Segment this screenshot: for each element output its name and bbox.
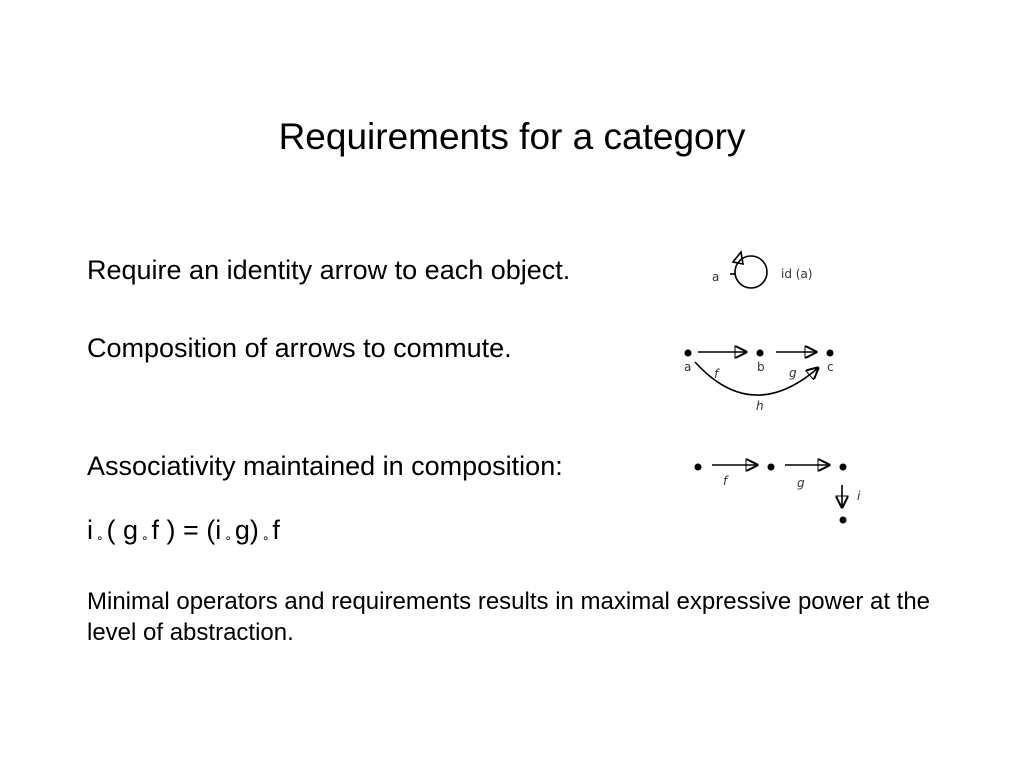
- object-b-label: b: [757, 360, 765, 374]
- object-a-label: a: [684, 360, 691, 374]
- object-a-dot: [684, 349, 692, 357]
- equation-token: f ) = (i: [151, 515, 222, 545]
- identity-loop-arrowhead: [731, 250, 744, 266]
- compose-operator: ∘: [261, 531, 270, 545]
- slide-title: Requirements for a category: [278, 116, 746, 157]
- arrow-f-label: f: [714, 367, 720, 381]
- associativity-diagram: f g i: [694, 463, 861, 524]
- object-c-label: c: [827, 360, 834, 374]
- object-c-dot: [826, 349, 834, 357]
- arrow-g-label: g: [789, 366, 797, 380]
- assoc-arrow-g-label: g: [797, 476, 805, 490]
- associativity-requirement-text: Associativity maintained in composition:: [87, 451, 563, 481]
- compose-operator: ∘: [224, 531, 232, 545]
- conclusion-text: Minimal operators and requirements resul…: [87, 588, 931, 646]
- identity-diagram: a id (a): [712, 250, 812, 289]
- identity-requirement-text: Require an identity arrow to each object…: [87, 255, 571, 285]
- equation-token: i: [87, 515, 93, 545]
- identity-loop: [734, 255, 768, 289]
- compose-operator: ∘: [96, 531, 104, 545]
- equation-token: ( g: [106, 515, 139, 545]
- assoc-object-4-dot: [839, 516, 847, 524]
- compose-operator: ∘: [141, 531, 149, 545]
- equation-token: g): [234, 515, 259, 545]
- arrow-h-label: h: [756, 399, 764, 413]
- associativity-equation: i∘( g∘f ) = (i∘g)∘f: [87, 513, 280, 555]
- arrow-h: [694, 361, 818, 396]
- composition-requirement-text: Composition of arrows to commute.: [87, 333, 512, 363]
- assoc-arrow-i-label: i: [857, 489, 861, 503]
- composition-diagram: a b c f g h: [684, 349, 834, 413]
- assoc-arrow-f-label: f: [723, 474, 729, 488]
- assoc-object-2-dot: [767, 463, 775, 471]
- assoc-object-1-dot: [694, 463, 702, 471]
- object-b-dot: [756, 349, 764, 357]
- identity-object-label: a: [712, 270, 719, 284]
- assoc-object-3-dot: [839, 463, 847, 471]
- equation-token: f: [272, 515, 280, 545]
- identity-arrow-label: id (a): [781, 267, 812, 281]
